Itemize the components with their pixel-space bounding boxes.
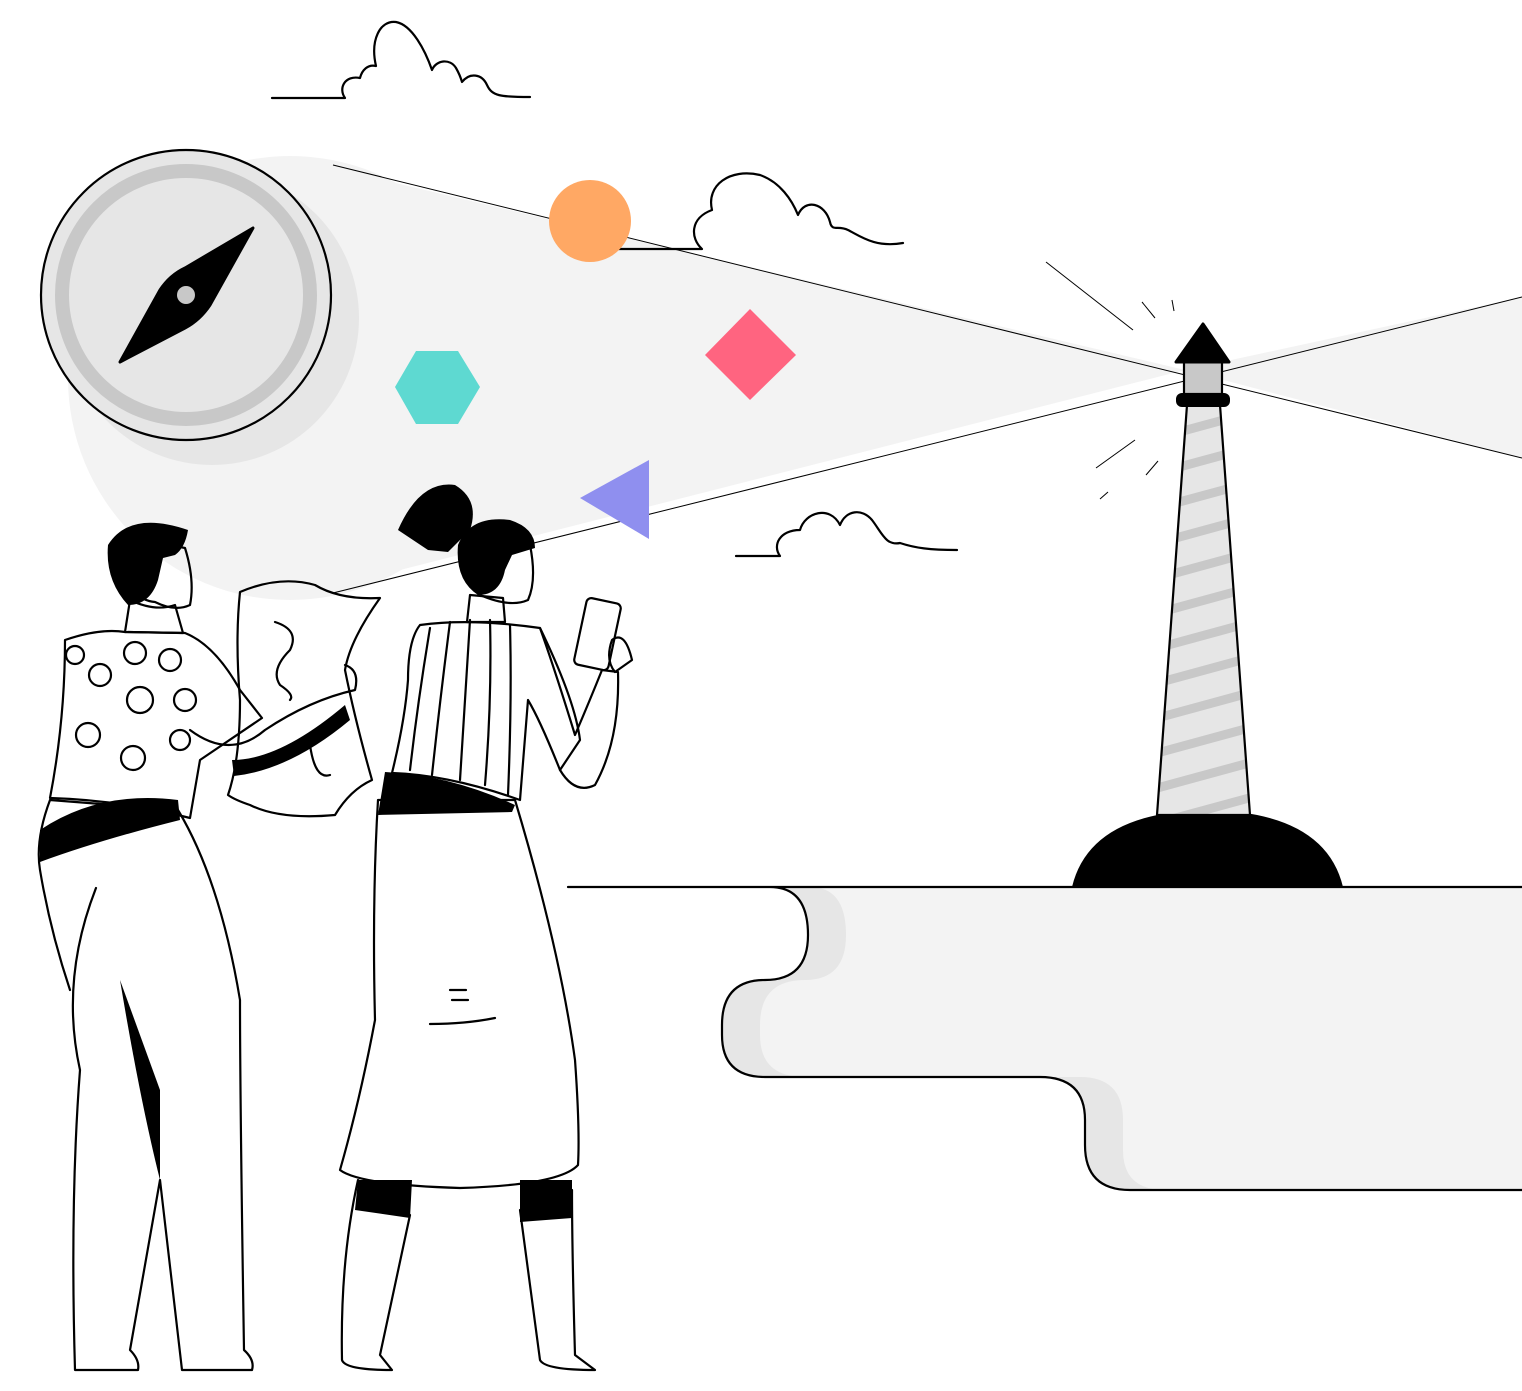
teal-hexagon (395, 351, 480, 424)
cloud-icon (734, 511, 959, 558)
cloud-icon (613, 172, 905, 251)
woman-with-phone (338, 484, 634, 1372)
man-with-map (37, 522, 382, 1372)
compass-icon (39, 148, 359, 465)
lighthouse (1072, 322, 1343, 887)
pink-diamond (705, 309, 796, 400)
orange-circle (549, 180, 631, 262)
purple-triangle (580, 460, 649, 539)
cliff (566, 885, 1522, 1192)
light-rays (1045, 261, 1175, 500)
cloud-icon (270, 20, 532, 100)
